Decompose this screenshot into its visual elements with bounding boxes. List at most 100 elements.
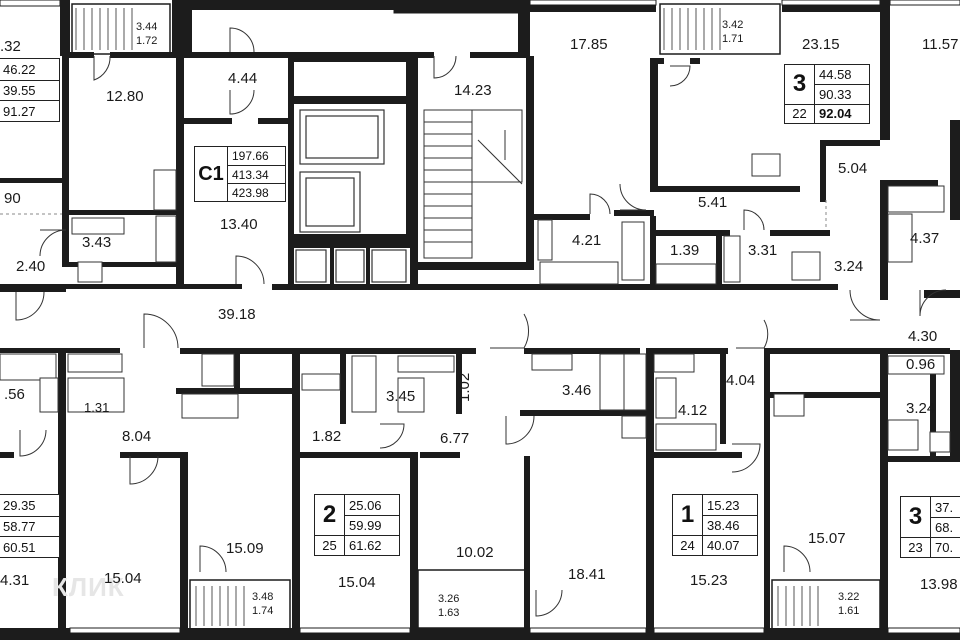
living-area: 29.35 <box>3 497 36 513</box>
room-area: 4.12 <box>678 402 708 419</box>
rooms-count: 1 <box>673 495 703 535</box>
total-area: 38.46 <box>703 515 757 535</box>
room-area: .56 <box>4 386 25 403</box>
room-area: 15.04 <box>104 570 142 587</box>
rooms-count: 2 <box>315 495 345 535</box>
room-area: 0.96 <box>906 356 936 373</box>
living-area: 197.66 <box>227 147 285 165</box>
room-area: 1.31 <box>84 400 110 415</box>
apartment-card-2room-25[interactable]: 2 25.06 59.99 25 61.62 <box>314 494 400 556</box>
balcony-area: 3.44 <box>136 21 158 33</box>
room-area: 6.77 <box>440 430 470 447</box>
balcony-label: 3.26 1.63 <box>438 592 459 620</box>
total-area: 90.33 <box>815 84 869 103</box>
room-area: 12.80 <box>106 88 144 105</box>
room-area: 18.41 <box>568 566 606 583</box>
total-area-with-balcony: 423.98 <box>227 183 285 201</box>
room-area: 3.24 <box>834 258 864 275</box>
total-area: 68. <box>931 517 960 537</box>
total-area-with-balcony: 60.51 <box>0 536 59 557</box>
balcony-area-reduced: 1.72 <box>136 35 158 47</box>
living-area: 44.58 <box>819 67 852 83</box>
total-area: 39.55 <box>0 79 59 101</box>
balcony-area: 3.22 <box>838 591 860 603</box>
room-area: 14.23 <box>454 82 492 99</box>
balcony-area: 3.48 <box>252 591 274 603</box>
room-area: 4.44 <box>228 70 258 87</box>
room-area: 23.15 <box>802 36 840 53</box>
balcony-label: 3.44 1.72 <box>136 20 157 48</box>
apartment-number: 24 <box>673 535 703 555</box>
total-area: 59.99 <box>345 515 399 535</box>
watermark: КЛИК <box>52 572 125 602</box>
room-area: 4.21 <box>572 232 602 249</box>
room-area: 3.24 <box>906 400 936 417</box>
total-area-with-balcony: 61.62 <box>345 535 399 555</box>
total-area: 413.34 <box>227 165 285 183</box>
balcony-area-reduced: 1.74 <box>252 605 274 617</box>
total-area-with-balcony: 70. <box>931 537 960 557</box>
apartment-card-1room-24[interactable]: 1 15.23 38.46 24 40.07 <box>672 494 758 556</box>
living-area: 46.22 <box>3 61 36 77</box>
room-area: 15.09 <box>226 540 264 557</box>
room-area: 3.43 <box>82 234 112 251</box>
balcony-label: 3.22 1.61 <box>838 590 859 618</box>
room-area: 10.02 <box>456 544 494 561</box>
living-area: 15.23 <box>707 497 740 513</box>
room-area: 39.18 <box>218 306 256 323</box>
living-area: 37. <box>935 499 954 515</box>
balcony-area: 3.26 <box>438 593 460 605</box>
room-area: 5.41 <box>698 194 728 211</box>
balcony-hatch <box>75 8 819 626</box>
room-area: 3.46 <box>562 382 592 399</box>
room-area: 1.39 <box>670 242 700 259</box>
room-area: 13.40 <box>220 216 258 233</box>
unit-borders <box>0 200 827 230</box>
elevators <box>295 109 407 283</box>
fixtures <box>0 153 951 453</box>
room-area: 8.04 <box>122 428 152 445</box>
room-area: 15.07 <box>808 530 846 547</box>
room-area: 4.30 <box>908 328 938 345</box>
doors <box>15 27 947 617</box>
apartment-number: 25 <box>315 535 345 555</box>
total-area: 58.77 <box>0 515 59 537</box>
room-area: 4.31 <box>0 572 30 589</box>
room-area: 1.02 <box>456 372 473 402</box>
room-area: 5.04 <box>838 160 868 177</box>
room-area: .32 <box>0 38 21 55</box>
balcony-area: 3.42 <box>722 19 744 31</box>
apartment-card-3room-22[interactable]: 3 44.58 90.33 22 92.04 <box>784 64 870 124</box>
apartment-type: С1 <box>198 162 224 185</box>
room-area: 3.31 <box>748 242 778 259</box>
apartment-card-3room-23[interactable]: 3 37. 68. 23 70. <box>900 496 960 558</box>
total-area-with-balcony: 92.04 <box>815 103 869 123</box>
room-area: 2.40 <box>16 258 46 275</box>
room-area: 13.98 <box>920 576 958 593</box>
rooms-count: 3 <box>785 65 815 104</box>
apartment-number: 23 <box>901 537 931 557</box>
living-area: 25.06 <box>349 497 382 513</box>
room-area: 15.23 <box>690 572 728 589</box>
room-area: 4.37 <box>910 230 940 247</box>
room-area: 15.04 <box>338 574 376 591</box>
balcony-label: 3.42 1.71 <box>722 18 743 46</box>
rooms-count: 3 <box>901 497 931 537</box>
room-area: 90 <box>4 190 21 207</box>
balcony-area-reduced: 1.71 <box>722 33 744 45</box>
balcony-frames <box>71 3 881 631</box>
balcony-label: 3.48 1.74 <box>252 590 273 618</box>
apartment-card-left-top[interactable]: 46.22 39.55 91.27 <box>0 58 60 122</box>
apartment-card-left-bottom[interactable]: 29.35 58.77 60.51 <box>0 494 60 558</box>
apartment-number: 22 <box>785 103 815 123</box>
apartment-card-c1[interactable]: С1 197.66 413.34 423.98 <box>194 146 286 202</box>
total-area-with-balcony: 40.07 <box>703 535 757 555</box>
room-area: 17.85 <box>570 36 608 53</box>
room-area: 1.82 <box>312 428 342 445</box>
interior-walls <box>0 52 960 628</box>
room-area: 4.04 <box>726 372 756 389</box>
stairs <box>423 109 523 259</box>
balcony-area-reduced: 1.61 <box>838 605 860 617</box>
